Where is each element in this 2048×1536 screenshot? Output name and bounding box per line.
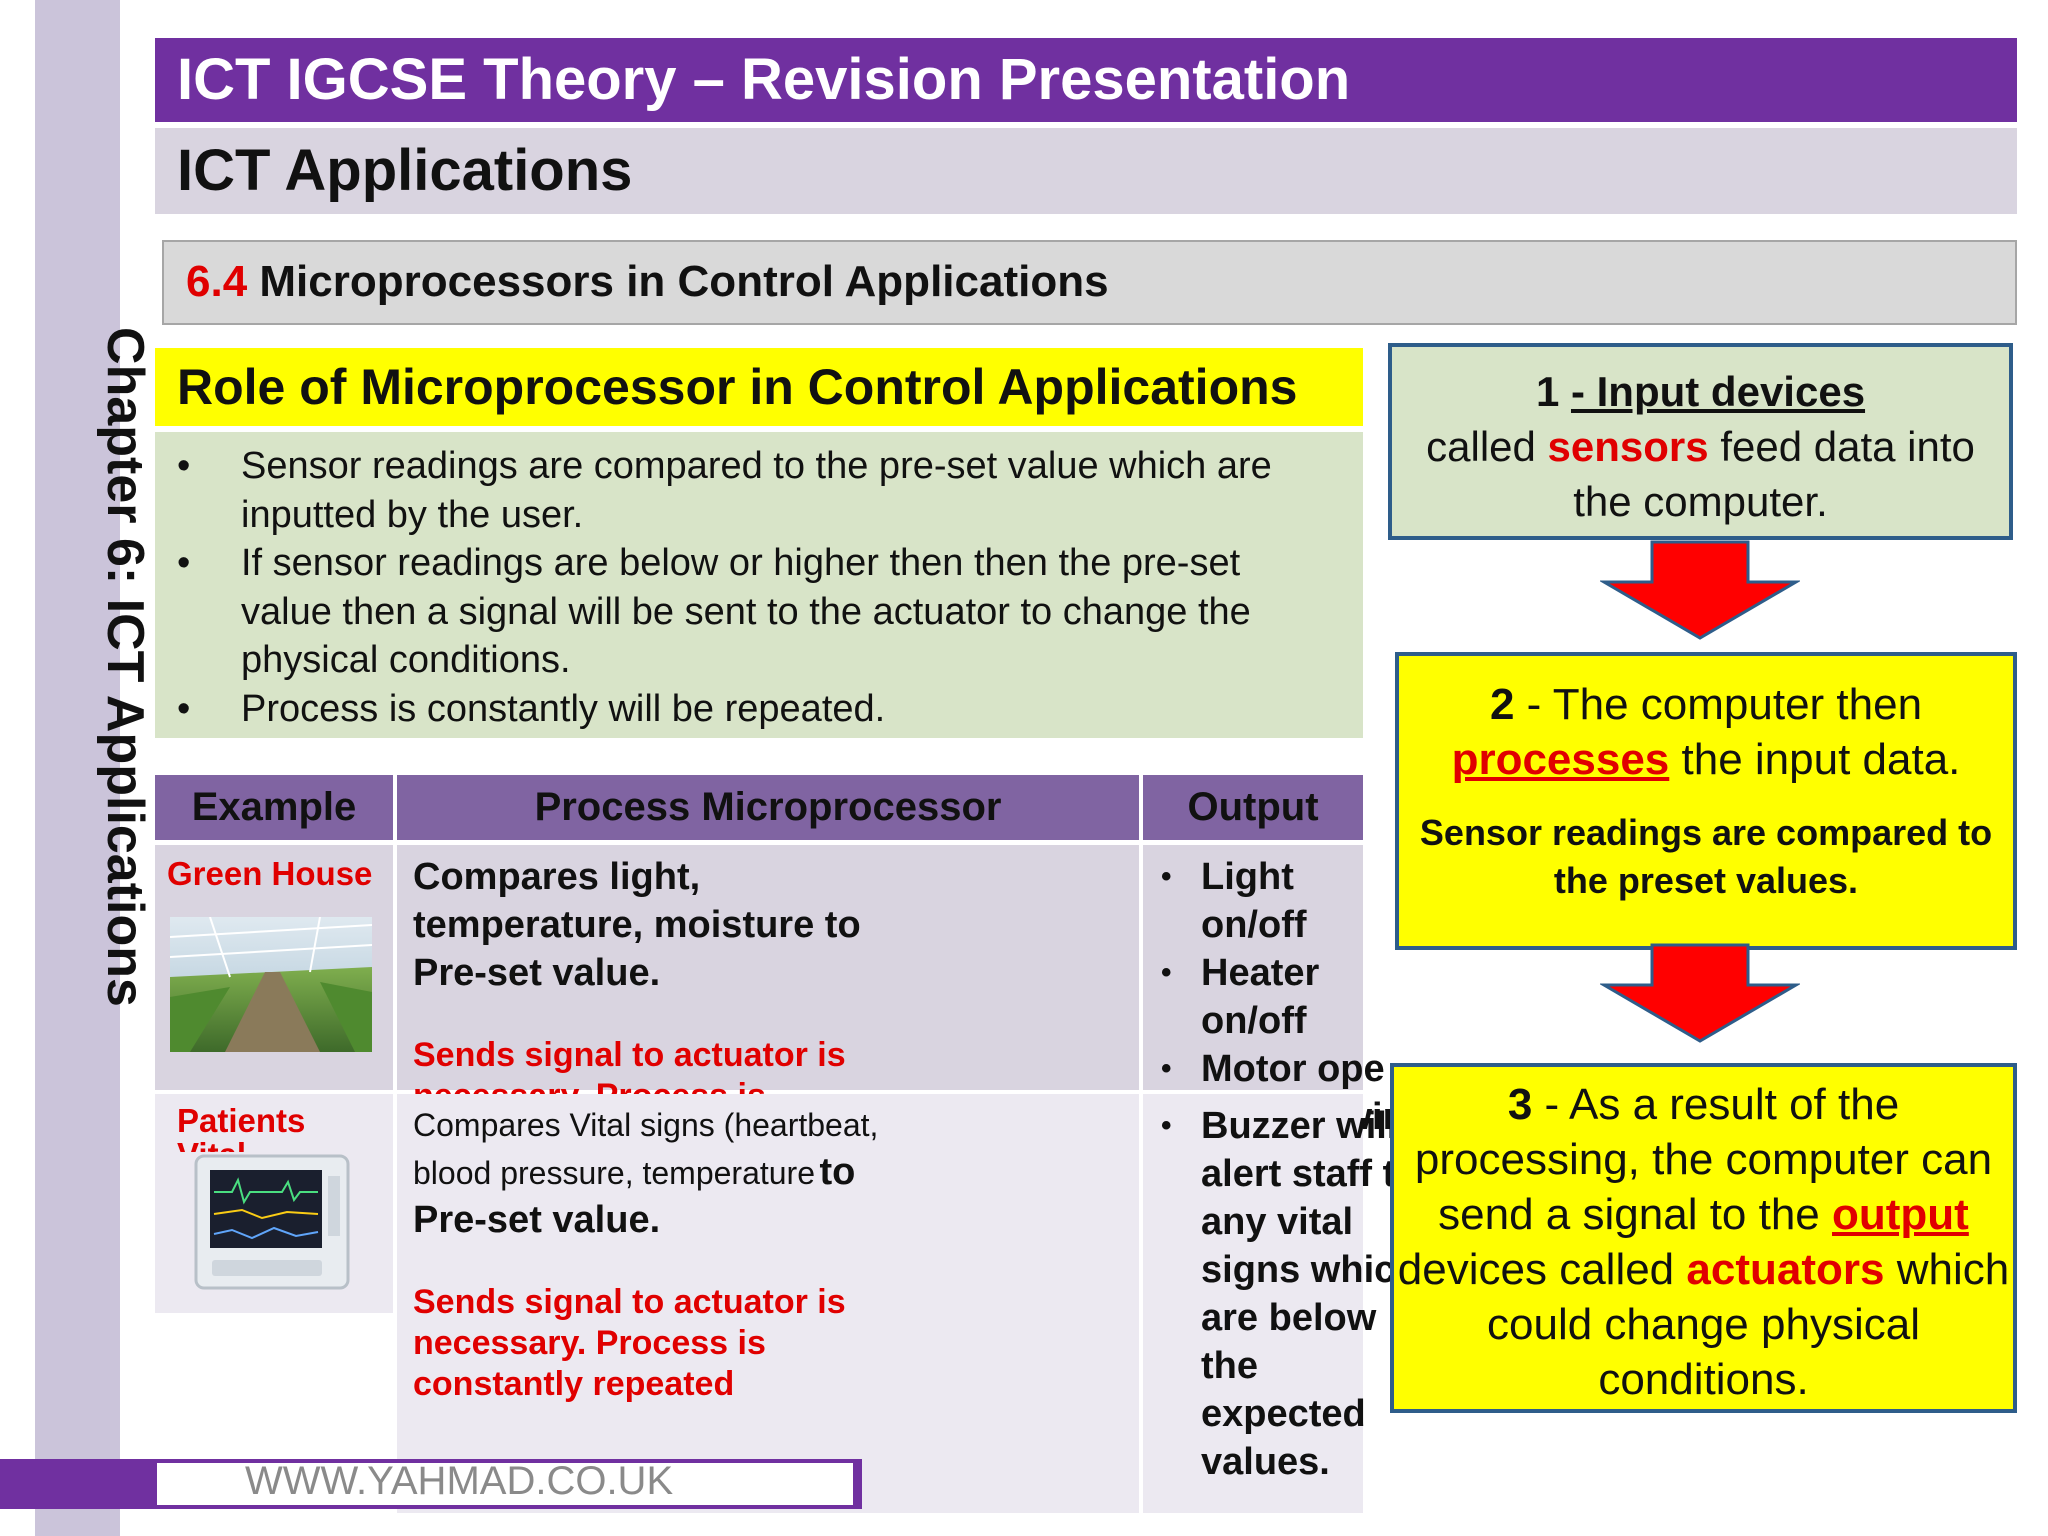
role-bullet: •Sensor readings are compared to the pre… <box>155 442 1333 539</box>
patient-monitor-image <box>194 1154 350 1290</box>
table-header-example: Example <box>155 775 393 840</box>
output-item: •Buzzer will alert staff to any vital si… <box>1143 1102 1421 1486</box>
table-row-patients-process: Compares Vital signs (heartbeat, blood p… <box>397 1094 1139 1513</box>
bullet-icon: • <box>1161 860 1172 893</box>
page-subtitle: ICT Applications <box>155 128 2017 214</box>
input-devices-heading: - Input devices <box>1570 368 1866 415</box>
role-bullet: •Process is constantly will be repeated. <box>155 685 1333 734</box>
table-row-greenhouse-output: •Light on/off •Heater on/off •Motor open… <box>1143 845 1406 1186</box>
example-label: Patients Vital <box>177 1104 306 1152</box>
table-header-output: Output <box>1143 775 1363 840</box>
chapter-label: Chapter 6: ICT Applications <box>96 327 154 1007</box>
actuators-keyword: actuators <box>1686 1245 1885 1294</box>
table-row-patients-output: •Buzzer will alert staff to any vital si… <box>1143 1094 1418 1513</box>
table-row-greenhouse-process: Compares light, temperature, moisture to… <box>397 845 1139 1156</box>
example-label: Green House <box>167 855 373 892</box>
flow-step-output: 3 - As a result of the processing, the c… <box>1390 1063 2017 1413</box>
bullet-icon: • <box>1161 1052 1172 1085</box>
page-title: ICT IGCSE Theory – Revision Presentation <box>155 38 2017 122</box>
down-arrow-icon <box>1600 540 1800 640</box>
output-keyword: output <box>1832 1190 1969 1239</box>
bullet-icon: • <box>177 542 191 584</box>
bullet-icon: • <box>1161 956 1172 989</box>
sensors-keyword: sensors <box>1547 423 1709 470</box>
section-title: Microprocessors in Control Applications <box>259 257 1109 306</box>
process-note: Sends signal to actuator is necessary. P… <box>413 1283 846 1403</box>
footer-url[interactable]: WWW.YAHMAD.CO.UK <box>245 1459 674 1503</box>
flow-step-process: 2 - The computer then processes the inpu… <box>1395 652 2017 950</box>
table-header-process: Process Microprocessor <box>397 775 1139 840</box>
footer-panel <box>155 1461 855 1507</box>
section-number: 6.4 <box>186 257 248 306</box>
bullet-icon: • <box>177 445 191 487</box>
greenhouse-image <box>170 917 372 1052</box>
examples-table: Example Process Microprocessor Output Gr… <box>155 775 1418 1513</box>
table-row-greenhouse-example: Green House <box>155 845 393 1090</box>
table-row-patients-example: Patients Vital <box>155 1094 393 1313</box>
process-text: Compares Vital signs (heartbeat, blood p… <box>413 1107 879 1241</box>
bullet-icon: • <box>1161 1109 1172 1142</box>
role-heading: Role of Microprocessor in Control Applic… <box>155 348 1363 426</box>
output-item: •Light on/off <box>1143 853 1363 949</box>
process-note: Sensor readings are compared to the pres… <box>1419 812 1993 901</box>
role-bullet: •If sensor readings are below or higher … <box>155 539 1333 685</box>
processes-keyword: processes <box>1451 735 1670 784</box>
output-item: •Heater on/off <box>1143 949 1363 1045</box>
bullet-icon: • <box>177 687 191 730</box>
section-heading: 6.4 Microprocessors in Control Applicati… <box>162 240 2017 325</box>
role-bullets: •Sensor readings are compared to the pre… <box>155 432 1363 738</box>
left-rail <box>35 0 120 1536</box>
flow-step-input: 1 - Input devices called sensors feed da… <box>1388 343 2013 540</box>
down-arrow-icon <box>1600 943 1800 1043</box>
process-text: Compares light, temperature, moisture to… <box>413 856 861 994</box>
